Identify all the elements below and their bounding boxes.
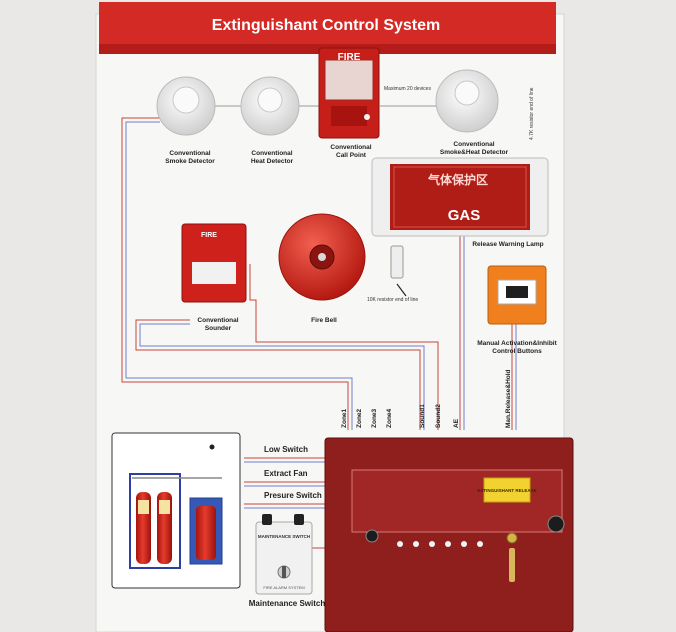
svg-text:Zone1: Zone1 xyxy=(341,408,348,428)
svg-text:Conventional: Conventional xyxy=(330,144,371,151)
resistor-4k7-note: 4.7K resistor end of line xyxy=(529,87,535,140)
svg-text:Zone3: Zone3 xyxy=(371,408,378,428)
manual-activation-buttons: Manual Activation&Inhibit Control Button… xyxy=(477,265,558,355)
storage-room-illustration xyxy=(111,432,241,589)
board-title: Extinguishant Control System xyxy=(212,17,440,34)
svg-text:GAS: GAS xyxy=(448,207,481,224)
svg-text:Maintenance Switch: Maintenance Switch xyxy=(249,599,326,608)
svg-text:MAINTENANCE SWITCH: MAINTENANCE SWITCH xyxy=(258,534,310,539)
svg-text:Conventional: Conventional xyxy=(197,317,238,324)
manual-call-point: FIRE Conventional Call Point xyxy=(318,47,380,159)
svg-text:Sounder: Sounder xyxy=(205,325,232,332)
heat-detector: Conventional Heat Detector xyxy=(240,76,300,165)
svg-text:FIRE: FIRE xyxy=(201,232,217,239)
svg-text:FIRE: FIRE xyxy=(338,52,361,63)
svg-text:Zone4: Zone4 xyxy=(386,408,393,428)
svg-text:Control Buttons: Control Buttons xyxy=(492,348,542,355)
conventional-sounder: FIRE Conventional Sounder xyxy=(181,223,247,332)
release-warning-lamp: 气体保护区 GAS Release Warning Lamp xyxy=(371,157,549,248)
svg-text:Conventional: Conventional xyxy=(169,150,210,157)
extinguishant-control-panel: EXTINGUISHANT RELEASE xyxy=(324,437,574,632)
max-devices-note: Maximum 20 devices xyxy=(384,86,431,92)
svg-text:FIRE ALARM SYSTEM: FIRE ALARM SYSTEM xyxy=(263,585,304,590)
svg-text:Man.Release&Hold: Man.Release&Hold xyxy=(505,369,512,428)
smoke-heat-detector: Conventional Smoke&Heat Detector xyxy=(435,69,509,156)
svg-text:Manual Activation&Inhibit: Manual Activation&Inhibit xyxy=(477,340,557,347)
output-labels: Low Switch Extract Fan Presure Switch xyxy=(264,445,322,500)
svg-text:Smoke&Heat Detector: Smoke&Heat Detector xyxy=(440,149,509,156)
svg-text:Fire Bell: Fire Bell xyxy=(311,317,337,324)
svg-text:Conventional: Conventional xyxy=(251,150,292,157)
svg-text:Extract Fan: Extract Fan xyxy=(264,469,308,478)
svg-text:Heat Detector: Heat Detector xyxy=(251,158,294,165)
svg-text:10K resistor end of line: 10K resistor end of line xyxy=(367,297,418,303)
terminal-labels: Zone1 Zone2 Zone3 Zone4 Sound1 Sound2 AE… xyxy=(341,369,512,428)
maintenance-switch: MAINTENANCE SWITCH FIRE ALARM SYSTEM Mai… xyxy=(249,514,326,608)
resistor-10k: 10K resistor end of line xyxy=(367,245,418,303)
fire-bell: Fire Bell xyxy=(278,213,366,324)
svg-text:Smoke Detector: Smoke Detector xyxy=(165,158,215,165)
svg-text:AE: AE xyxy=(453,418,460,428)
svg-text:Low Switch: Low Switch xyxy=(264,445,308,454)
wiring xyxy=(121,105,517,549)
svg-text:Conventional: Conventional xyxy=(453,141,494,148)
svg-text:Zone2: Zone2 xyxy=(356,408,363,428)
svg-text:Sound1: Sound1 xyxy=(419,404,426,428)
svg-text:气体保护区: 气体保护区 xyxy=(427,172,488,187)
svg-text:Release Warning Lamp: Release Warning Lamp xyxy=(472,241,543,248)
smoke-detector: Conventional Smoke Detector xyxy=(156,76,216,165)
svg-text:Call Point: Call Point xyxy=(336,152,367,159)
svg-text:Sound2: Sound2 xyxy=(435,404,442,428)
svg-text:EXTINGUISHANT RELEASE: EXTINGUISHANT RELEASE xyxy=(477,488,536,493)
svg-text:Presure Switch: Presure Switch xyxy=(264,491,322,500)
